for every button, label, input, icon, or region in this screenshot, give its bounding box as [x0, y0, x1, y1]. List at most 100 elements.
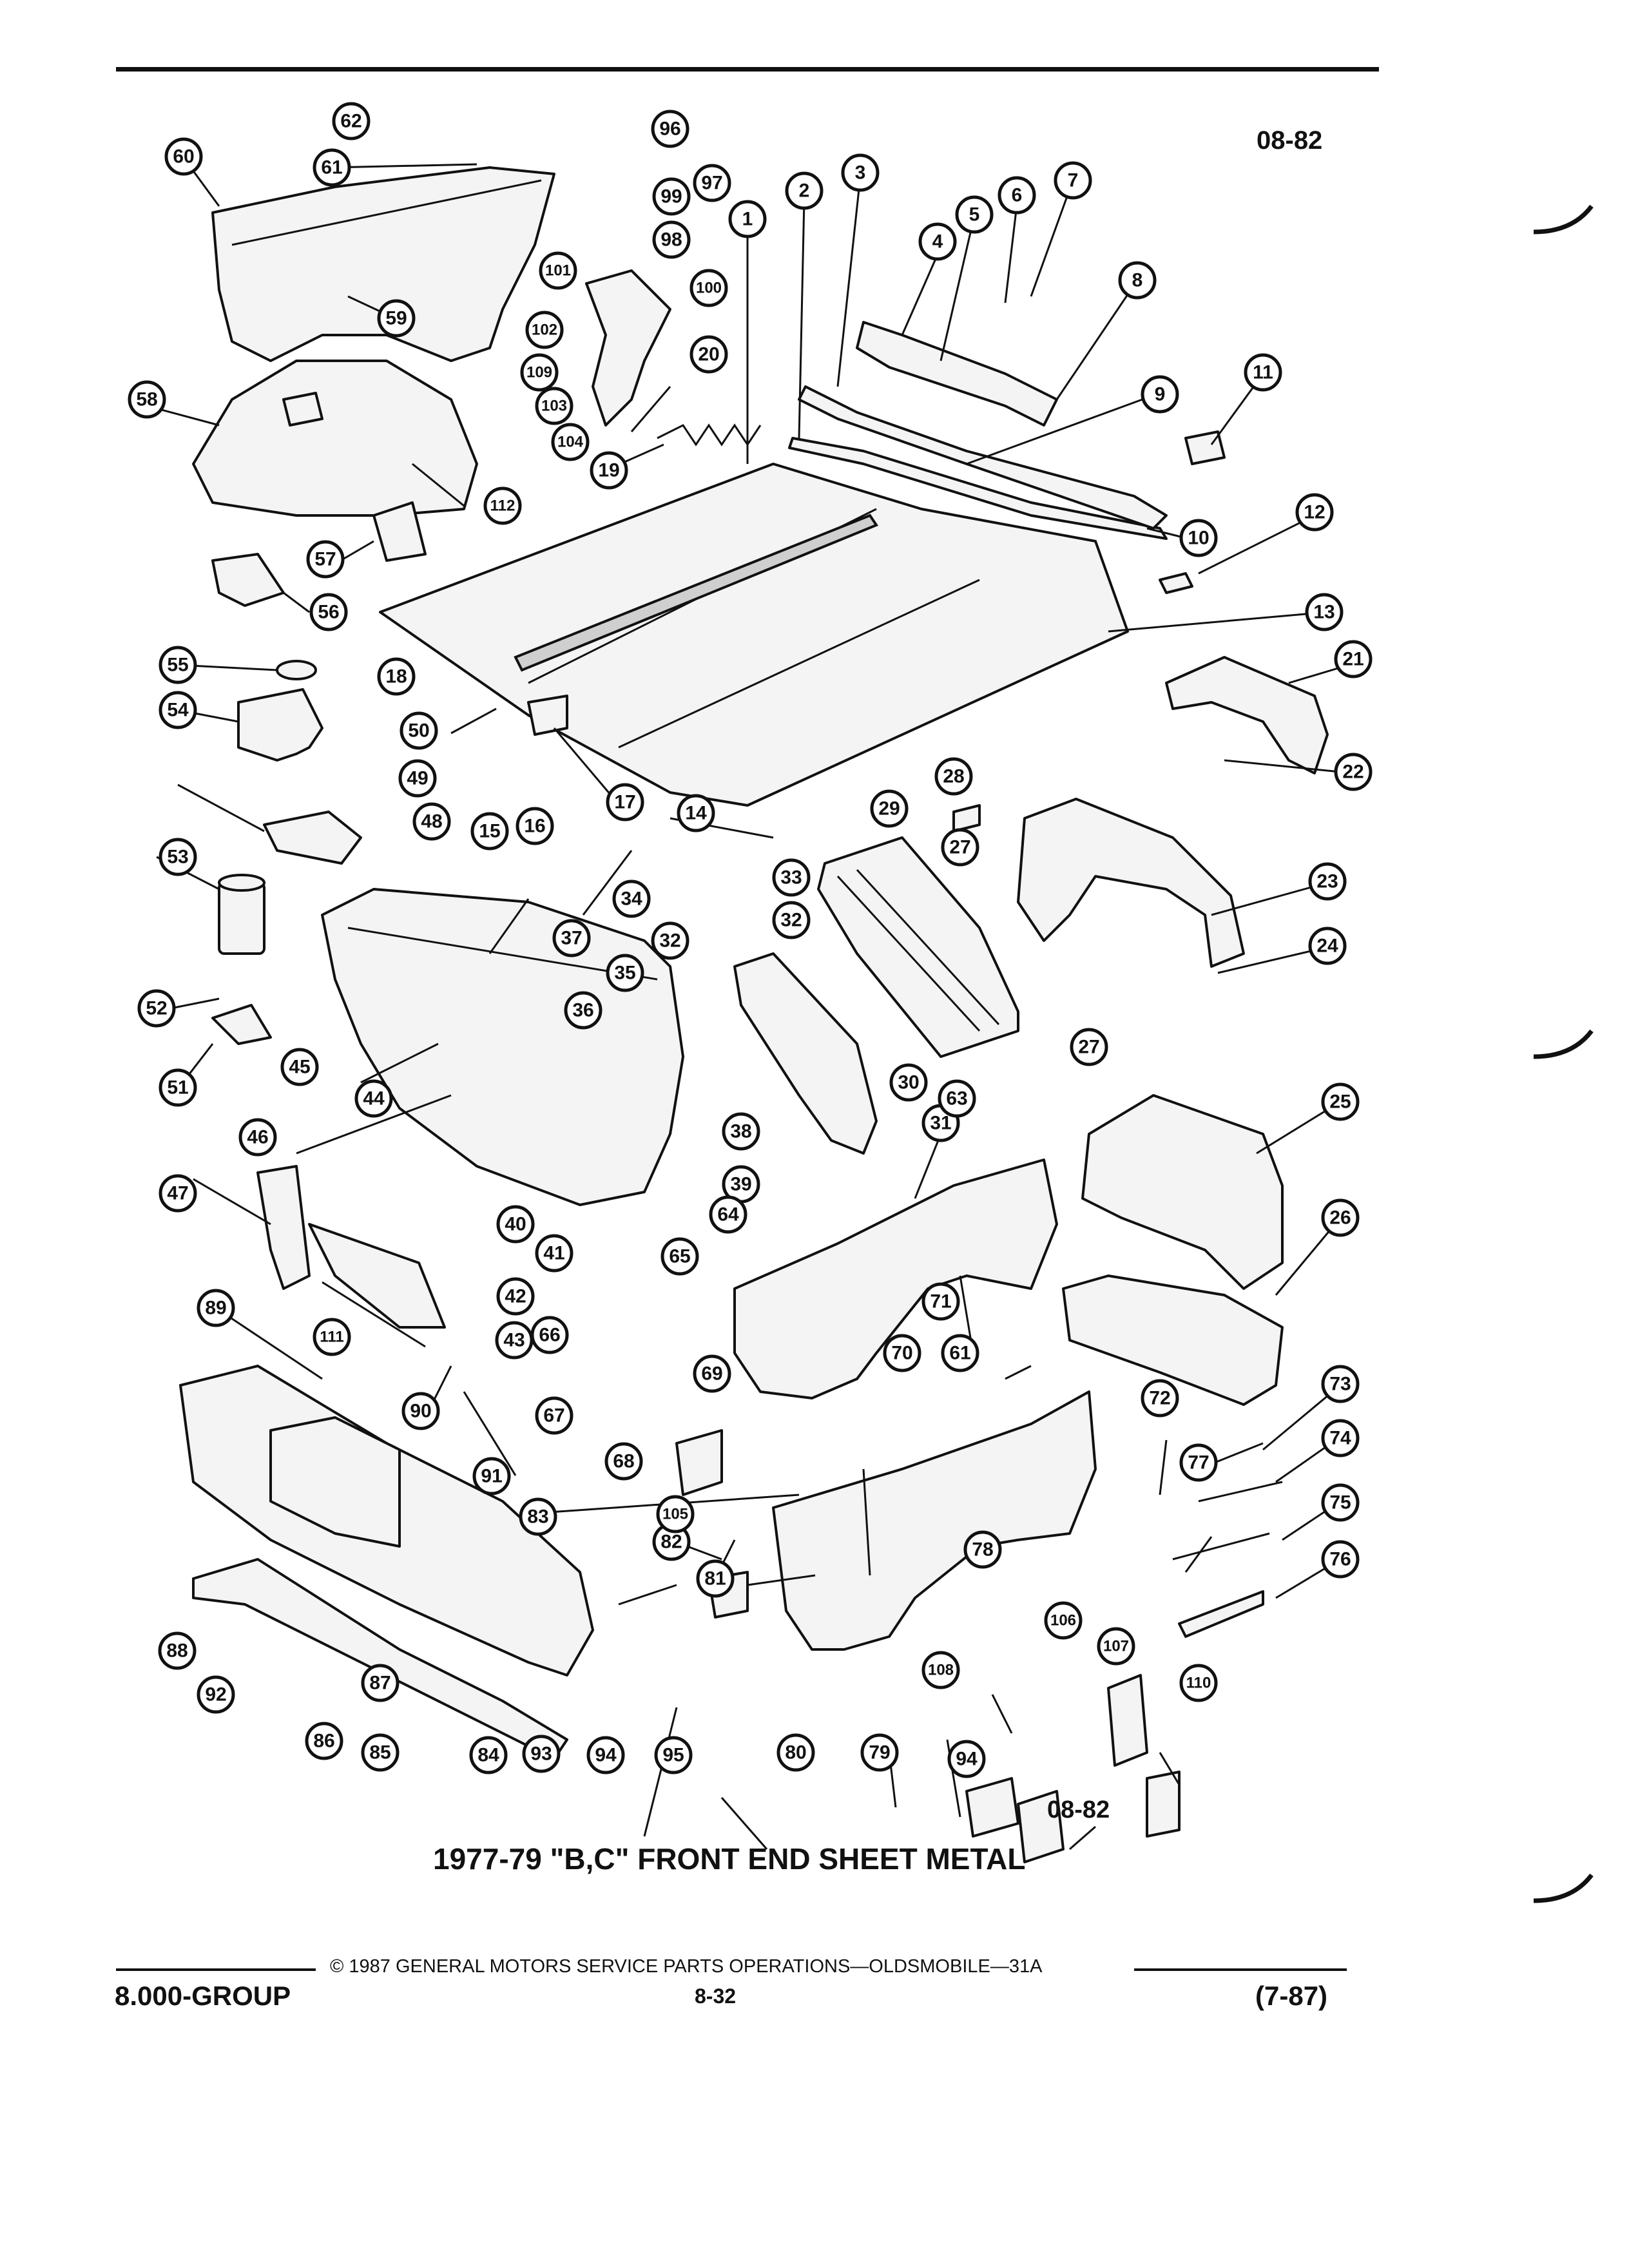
callout-27: 27	[1070, 1028, 1108, 1066]
callout-number: 21	[1342, 649, 1364, 670]
fan-shroud-upper	[1017, 798, 1245, 968]
callout-circle	[941, 828, 979, 867]
callout-number: 56	[318, 602, 339, 623]
callout-number: 9	[1155, 384, 1166, 405]
callout-91: 91	[472, 1457, 511, 1495]
callout-10: 10	[1179, 519, 1218, 557]
callout-95: 95	[654, 1736, 693, 1774]
callout-circle	[696, 1559, 735, 1598]
callout-76: 76	[1321, 1540, 1360, 1579]
callout-circle	[921, 1651, 960, 1689]
callout-circle	[606, 954, 644, 992]
diagram-title: 1977-79 "B,C" FRONT END SHEET METAL	[433, 1842, 1026, 1876]
callout-35: 35	[606, 954, 644, 992]
callout-number: 86	[313, 1731, 334, 1752]
callout-circle	[313, 148, 351, 187]
callout-103: 103	[535, 387, 574, 425]
callout-circle	[934, 757, 973, 796]
callout-36: 36	[564, 991, 602, 1030]
callout-circle	[377, 657, 416, 696]
callout-30: 30	[889, 1063, 928, 1102]
callout-number: 84	[477, 1745, 499, 1766]
callout-circle	[776, 1733, 815, 1772]
callout-26: 26	[1321, 1198, 1360, 1237]
callout-circle	[1179, 1443, 1218, 1482]
callout-98: 98	[652, 220, 691, 259]
callout-circle	[483, 486, 522, 525]
callout-circle	[1321, 1540, 1360, 1579]
callout-circle	[496, 1277, 535, 1316]
callout-number: 103	[541, 398, 567, 415]
callout-circle	[1308, 862, 1347, 901]
callout-number: 94	[595, 1745, 617, 1766]
callout-20: 20	[689, 335, 728, 374]
callout-71: 71	[921, 1282, 960, 1321]
callout-number: 35	[614, 963, 635, 984]
battery-tray	[263, 811, 362, 865]
page-code-bottom: 08-82	[1047, 1796, 1110, 1823]
callout-51: 51	[159, 1068, 197, 1107]
callout-circle	[1054, 161, 1092, 200]
callout-number: 102	[532, 322, 557, 339]
callout-43: 43	[495, 1321, 534, 1360]
footer-copyright: © 1987 GENERAL MOTORS SERVICE PARTS OPER…	[330, 1956, 1043, 1977]
callout-number: 51	[167, 1077, 188, 1099]
callout-circle	[309, 593, 348, 631]
callout-14: 14	[677, 794, 715, 832]
callout-number: 101	[545, 262, 571, 280]
callout-number: 110	[1186, 1675, 1211, 1692]
callout-circle	[159, 691, 197, 729]
radiator-core	[817, 836, 1019, 1058]
callout-number: 94	[956, 1749, 978, 1770]
callout-number: 44	[363, 1088, 385, 1110]
callout-circle	[586, 1736, 625, 1774]
callout-number: 83	[527, 1506, 548, 1528]
callout-67: 67	[535, 1396, 574, 1435]
callout-63: 63	[938, 1079, 976, 1118]
callout-number: 108	[928, 1662, 954, 1679]
footer-rule-right	[1134, 1968, 1347, 1971]
callout-4: 4	[918, 222, 957, 261]
callout-circle	[693, 164, 731, 202]
callout-93: 93	[522, 1735, 561, 1773]
callout-number: 61	[949, 1343, 970, 1364]
callout-53: 53	[159, 838, 197, 876]
callout-circle	[998, 176, 1036, 215]
callout-circle	[400, 711, 438, 750]
callout-circle	[722, 1112, 760, 1151]
callout-circle	[1141, 375, 1179, 414]
callout-circle	[1179, 519, 1218, 557]
callout-109: 109	[520, 353, 559, 392]
callout-number: 99	[660, 186, 682, 207]
callout-108: 108	[921, 1651, 960, 1689]
callout-number: 25	[1329, 1091, 1351, 1113]
callout-number: 85	[369, 1742, 390, 1763]
callout-circle	[612, 879, 651, 918]
callout-1: 1	[728, 200, 767, 238]
callout-circle	[197, 1675, 235, 1714]
callout-48: 48	[412, 802, 451, 841]
side-marker-lamps	[965, 1674, 1181, 1863]
callout-3: 3	[841, 153, 880, 192]
callout-circle	[883, 1334, 921, 1372]
callout-circle	[564, 991, 602, 1030]
callout-circle	[525, 311, 564, 349]
callout-circle	[361, 1733, 400, 1772]
coolant-reservoir	[237, 660, 323, 762]
callout-number: 6	[1012, 185, 1023, 206]
callout-circle	[361, 1664, 400, 1702]
callout-number: 33	[780, 867, 802, 889]
callout-112: 112	[483, 486, 522, 525]
callout-number: 79	[869, 1742, 890, 1763]
callout-68: 68	[604, 1442, 643, 1481]
page-code-top: 08-82	[1257, 126, 1323, 155]
callout-84: 84	[469, 1736, 508, 1774]
callout-number: 62	[340, 111, 361, 132]
callout-45: 45	[280, 1048, 319, 1086]
callout-74: 74	[1321, 1419, 1360, 1457]
callout-circle	[1295, 493, 1334, 532]
callout-number: 22	[1342, 762, 1364, 783]
callout-number: 39	[730, 1174, 751, 1195]
callout-number: 74	[1329, 1428, 1351, 1449]
callout-100: 100	[689, 269, 728, 307]
